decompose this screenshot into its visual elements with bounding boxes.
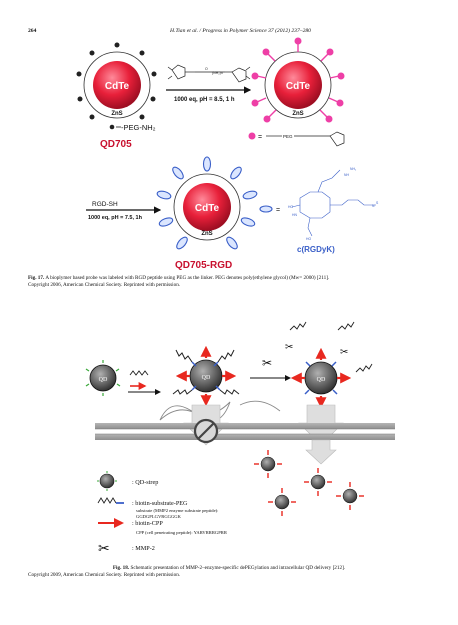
- svg-text:✂: ✂: [340, 347, 348, 358]
- svg-text:HN: HN: [292, 213, 297, 217]
- fig18-caption-text: Schematic presentation of MMP-2–enzyme-s…: [130, 565, 346, 571]
- legend-substrate-seq: GGDGPLGVRGGGGK: [136, 514, 182, 519]
- legend-mmp2: : MMP-2: [132, 545, 155, 552]
- peg-legend: -PEG-NH₂: [121, 123, 156, 132]
- qd-peg-maleimide: CdTe ZnS: [251, 37, 345, 123]
- svg-text:CdTe: CdTe: [195, 203, 220, 214]
- step2-condition: 1000 eq, pH = 7.5, 1h: [88, 215, 143, 221]
- svg-text:ZnS: ZnS: [201, 231, 212, 237]
- svg-text:✂: ✂: [285, 342, 293, 353]
- rgd-reagent: RGD-SH: [92, 201, 118, 208]
- figure-17: CdTe ZnS O (NH₂)n 1000 eq, pH = 8.5, 1 h…: [76, 37, 379, 271]
- internalized-qds: [254, 450, 364, 516]
- svg-text:CdTe: CdTe: [286, 81, 311, 92]
- rgd-legend-ellipse: [259, 205, 273, 213]
- rgd-ellipses: [156, 156, 258, 250]
- qd705-rgd-particle: CdTe ZnS: [156, 156, 258, 250]
- legend-substrate-desc: substrate (MMP2 enzyme substrate peptide…: [136, 508, 218, 513]
- qd-strep-icon: [99, 473, 115, 489]
- peg-chain-label: PEG: [283, 134, 293, 139]
- svg-text:ZnS: ZnS: [292, 111, 303, 117]
- svg-text:QD: QD: [99, 377, 108, 383]
- qd705-rgd-label: QD705-RGD: [175, 260, 232, 271]
- figure-18-legend: : QD-strep : biotin-substrate-PEG substr…: [97, 471, 228, 556]
- legend-biotin-peg: : biotin-substrate-PEG: [132, 500, 188, 507]
- svg-text:HO: HO: [288, 205, 293, 209]
- shell-label: ZnS: [111, 111, 122, 117]
- fig18-copyright: Copyright 2009, American Chemical Societ…: [28, 572, 181, 578]
- step1-condition: 1000 eq, pH = 8.5, 1 h: [174, 97, 235, 103]
- qd-pegylated: QD: [172, 345, 240, 407]
- legend-qd-strep: : QD-strep: [132, 479, 158, 486]
- maleimide-legend-dot: [248, 132, 256, 140]
- fig17-caption-label: Fig. 17.: [28, 275, 45, 281]
- fig17-caption-text: A bioplymer based probe was labeled with…: [45, 275, 330, 281]
- svg-text:QD: QD: [317, 377, 326, 383]
- svg-text:QD: QD: [202, 375, 211, 381]
- blocked-icon: [193, 418, 219, 444]
- svg-text:NH: NH: [344, 173, 349, 177]
- peg-wave-icon: [97, 497, 117, 504]
- figure-17-caption: Fig. 17. A bioplymer based probe was lab…: [28, 275, 430, 289]
- qd705-label: QD705: [100, 139, 132, 150]
- bis-maleimide-linker: O (NH₂)n: [167, 64, 251, 83]
- rgdyk-label: c(RGDyK): [297, 245, 335, 254]
- fig18-caption-label: Fig. 18.: [112, 565, 130, 571]
- fig17-copyright: Copyright 2006, American Chemical Societ…: [28, 282, 181, 288]
- mmp2-scissors-icon: ✂: [98, 540, 110, 556]
- figure-18: QD QD ✂ Q: [85, 321, 395, 556]
- svg-text:=: =: [258, 134, 262, 141]
- svg-text:NH₂: NH₂: [350, 167, 357, 171]
- running-header: 264 H.Tian et al. / Progress in Polymer …: [28, 28, 430, 38]
- core-label: CdTe: [105, 81, 130, 92]
- svg-text:O: O: [205, 67, 208, 71]
- legend-cpp-seq: CPP (cell penetrating peptide): YARVRRRG…: [136, 530, 228, 535]
- page-number: 264: [28, 28, 37, 34]
- journal-citation: H.Tian et al. / Progress in Polymer Scie…: [170, 28, 311, 34]
- amine-dots: [76, 42, 157, 120]
- qd-core-shell-left: CdTe ZnS: [76, 42, 157, 120]
- scissors-icon: ✂: [262, 356, 272, 370]
- rgdyk-structure: [291, 169, 376, 237]
- qd-depegylated: QD: [290, 347, 352, 409]
- legend-biotin-cpp: : biotin-CPP: [132, 520, 163, 527]
- svg-text:S: S: [376, 201, 379, 205]
- qd-strep-small: QD: [85, 360, 121, 396]
- amine-legend-dot: [109, 124, 115, 130]
- cell-membrane: [95, 423, 395, 440]
- svg-text:N: N: [372, 204, 375, 208]
- figure-18-caption: Fig. 18. Schematic presentation of MMP-2…: [28, 565, 430, 579]
- svg-text:(NH₂)n: (NH₂)n: [212, 71, 223, 75]
- svg-text:=: =: [276, 207, 280, 214]
- svg-text:HO: HO: [306, 237, 311, 241]
